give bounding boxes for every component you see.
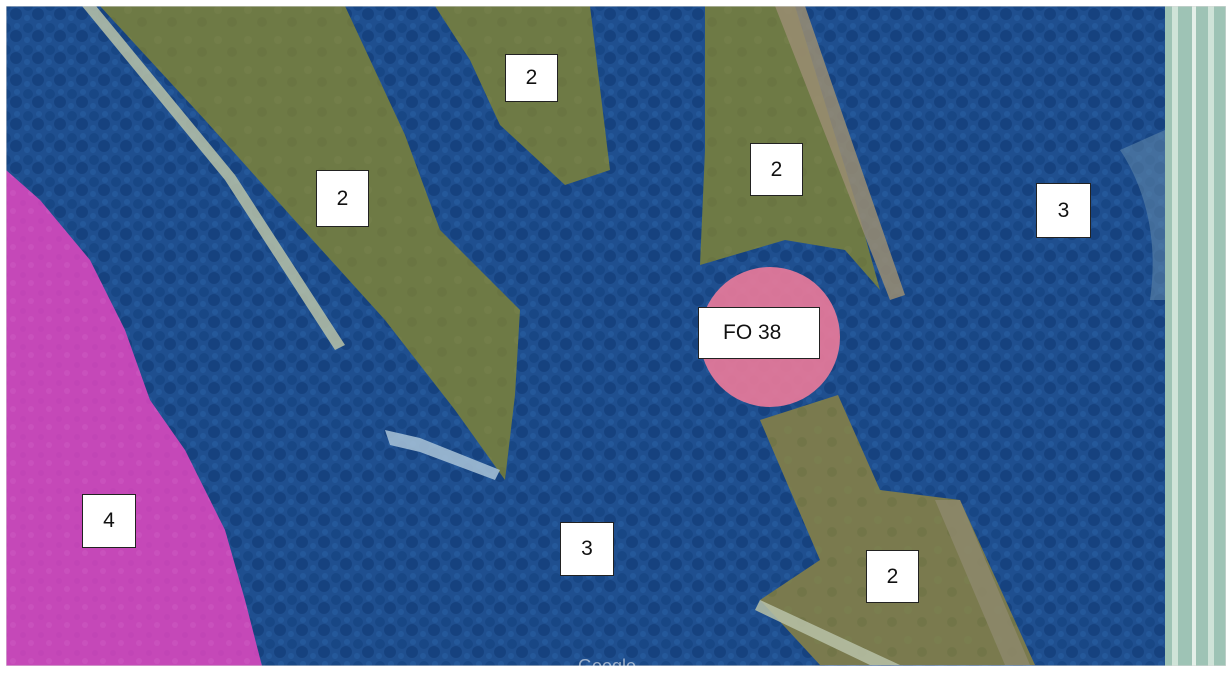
zone-label-3: 3 — [560, 522, 614, 576]
sand-paths — [82, 6, 1030, 665]
zone-label-4: 4 — [82, 494, 136, 548]
zone-label-3: 3 — [1036, 183, 1091, 238]
zone-label-2: 2 — [750, 143, 803, 196]
map-watermark: Google — [578, 656, 637, 676]
highway — [1120, 6, 1226, 666]
zone-2-openings — [100, 6, 1035, 665]
fo-marker-label[interactable]: FO 38 — [698, 307, 820, 359]
zone-label-2: 2 — [505, 54, 558, 102]
zone-4-area — [6, 170, 262, 666]
zone-label-2: 2 — [316, 170, 369, 227]
zone-label-2: 2 — [866, 550, 919, 603]
